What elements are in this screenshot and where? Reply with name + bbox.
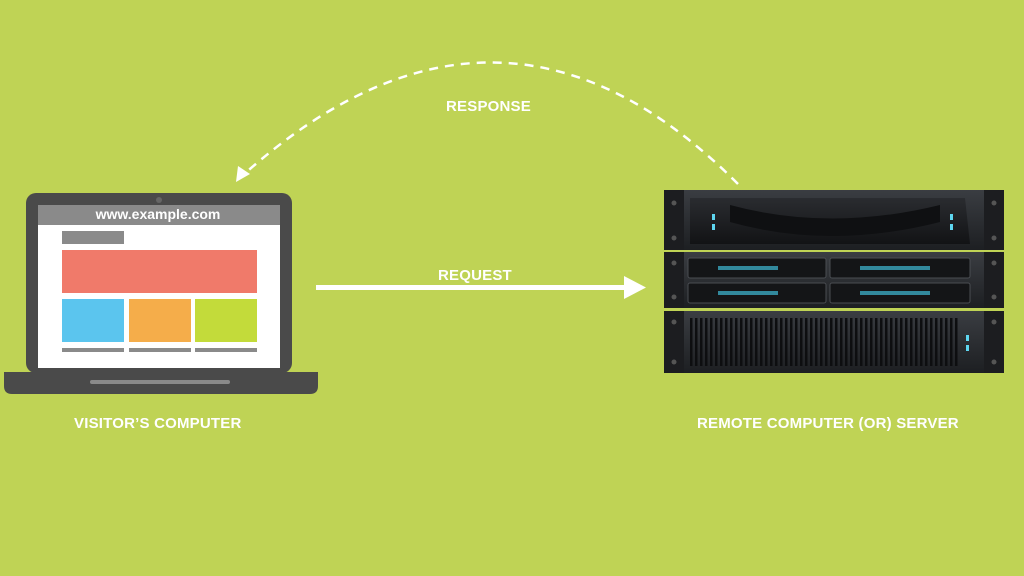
vent-slot [795, 318, 798, 366]
vent-slot [845, 318, 848, 366]
response-arrow [236, 61, 739, 185]
vent-slot [855, 318, 858, 366]
page-footer-line [195, 348, 257, 352]
server-led [966, 345, 969, 351]
vent-slot [950, 318, 953, 366]
laptop-icon: www.example.com [4, 193, 318, 394]
request-label: REQUEST [438, 267, 512, 284]
laptop-touchpad-slot [90, 380, 230, 384]
vent-slot [765, 318, 768, 366]
vent-slot [865, 318, 868, 366]
vent-slot [715, 318, 718, 366]
vent-slot [780, 318, 783, 366]
vent-slot [900, 318, 903, 366]
vent-slot [930, 318, 933, 366]
server-led [950, 224, 953, 230]
vent-slot [750, 318, 753, 366]
page-block-green [195, 299, 257, 342]
vent-slot [905, 318, 908, 366]
visitor-computer-label: VISITOR’S COMPUTER [74, 415, 242, 432]
laptop-camera [156, 197, 162, 203]
vent-slot [815, 318, 818, 366]
request-arrow [316, 276, 646, 299]
page-hero-block [62, 250, 257, 293]
vent-slot [700, 318, 703, 366]
vent-slot [775, 318, 778, 366]
vent-slot [770, 318, 773, 366]
vent-slot [800, 318, 803, 366]
vent-slot [895, 318, 898, 366]
vent-slot [785, 318, 788, 366]
vent-slot [810, 318, 813, 366]
page-block-orange [129, 299, 191, 342]
vent-slot [835, 318, 838, 366]
vent-slot [910, 318, 913, 366]
vent-slot [915, 318, 918, 366]
server-led [712, 224, 715, 230]
page-block-blue [62, 299, 124, 342]
vent-slot [790, 318, 793, 366]
vent-slot [920, 318, 923, 366]
vent-slot [710, 318, 713, 366]
vent-slot [745, 318, 748, 366]
browser-address-bar [38, 205, 280, 225]
page-footer-line [129, 348, 191, 352]
server-unit-bottom [664, 311, 1004, 373]
vent-slot [740, 318, 743, 366]
request-arrowhead [624, 276, 646, 299]
vent-slot [875, 318, 878, 366]
server-label: REMOTE COMPUTER (OR) SERVER [697, 415, 959, 432]
vent-slot [860, 318, 863, 366]
response-arrowhead [236, 166, 250, 182]
vent-slot [755, 318, 758, 366]
page-footer-line [62, 348, 124, 352]
vent-slot [955, 318, 958, 366]
vent-slot [735, 318, 738, 366]
vent-slot [760, 318, 763, 366]
vent-slot [850, 318, 853, 366]
server-led [950, 214, 953, 220]
browser-url: www.example.com [95, 206, 221, 222]
vent-slot [730, 318, 733, 366]
response-label: RESPONSE [446, 98, 531, 115]
vent-slot [890, 318, 893, 366]
vent-slot [805, 318, 808, 366]
vent-slot [840, 318, 843, 366]
vent-slot [880, 318, 883, 366]
vent-slot [720, 318, 723, 366]
vent-slot [945, 318, 948, 366]
vent-slot [695, 318, 698, 366]
vent-slot [925, 318, 928, 366]
vent-slot [725, 318, 728, 366]
page-logo-block [62, 231, 124, 244]
vent-slot [705, 318, 708, 366]
server-led [712, 214, 715, 220]
server-icon [664, 190, 1004, 373]
server-vent-grille [690, 318, 958, 366]
vent-slot [940, 318, 943, 366]
server-led [966, 335, 969, 341]
vent-slot [870, 318, 873, 366]
vent-slot [820, 318, 823, 366]
vent-slot [935, 318, 938, 366]
vent-slot [825, 318, 828, 366]
vent-slot [885, 318, 888, 366]
vent-slot [830, 318, 833, 366]
vent-slot [690, 318, 693, 366]
